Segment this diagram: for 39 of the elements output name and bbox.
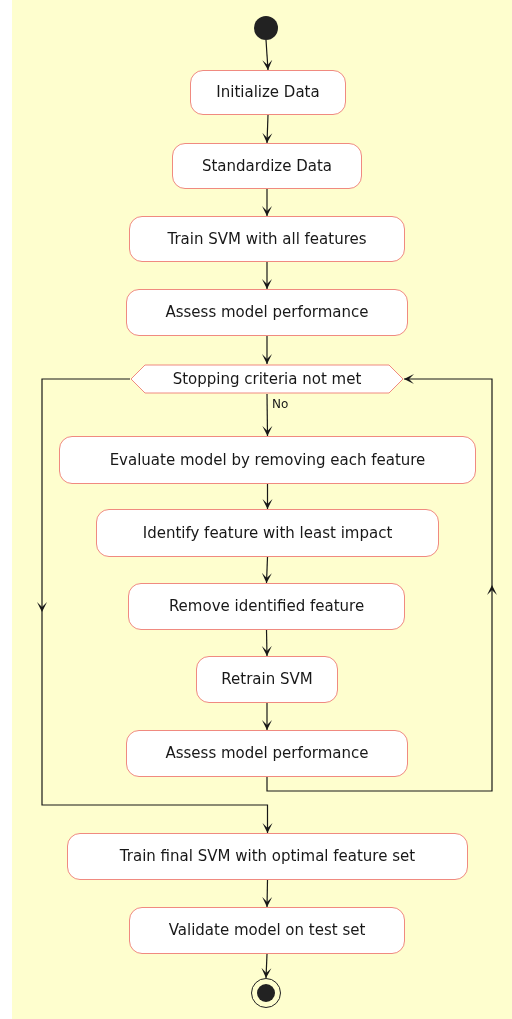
action-text: Remove identified feature (168, 596, 365, 618)
action-text: Assess model performance (165, 302, 369, 324)
action-box (59, 436, 476, 484)
action-box (190, 70, 346, 115)
decision-hexagon (130, 364, 404, 394)
edge-label: No (272, 398, 289, 410)
arrow (261, 556, 272, 584)
action-text: Evaluate model by removing each feature (109, 449, 426, 471)
action-box (172, 143, 362, 189)
decision-text: Stopping criteria not met (172, 368, 362, 390)
arrow (262, 114, 273, 144)
arrow (266, 374, 497, 792)
arrow (261, 629, 272, 657)
arrow (262, 702, 272, 731)
action-box (129, 907, 405, 954)
arrow (262, 335, 272, 365)
arrow (262, 188, 272, 217)
action-box (126, 289, 408, 336)
arrow (262, 879, 273, 908)
arrow (37, 378, 273, 834)
action-box (96, 509, 439, 557)
action-text: Identify feature with least impact (142, 522, 393, 544)
action-box (67, 833, 468, 880)
arrow (261, 953, 272, 979)
action-box (196, 656, 338, 703)
action-text: Train SVM with all features (167, 228, 367, 250)
action-text: Train final SVM with optimal feature set (119, 846, 416, 868)
action-text: Initialize Data (216, 82, 320, 104)
action-box (126, 730, 408, 777)
action-text: Assess model performance (165, 743, 369, 765)
action-text: Standardize Data (201, 155, 333, 177)
action-box (129, 216, 405, 262)
arrow (262, 483, 273, 510)
arrow (262, 261, 272, 290)
arrow (262, 39, 273, 71)
action-text: Validate model on test set (168, 920, 366, 942)
action-text: Retrain SVM (221, 669, 313, 691)
arrow (262, 393, 273, 437)
action-box (128, 583, 405, 630)
